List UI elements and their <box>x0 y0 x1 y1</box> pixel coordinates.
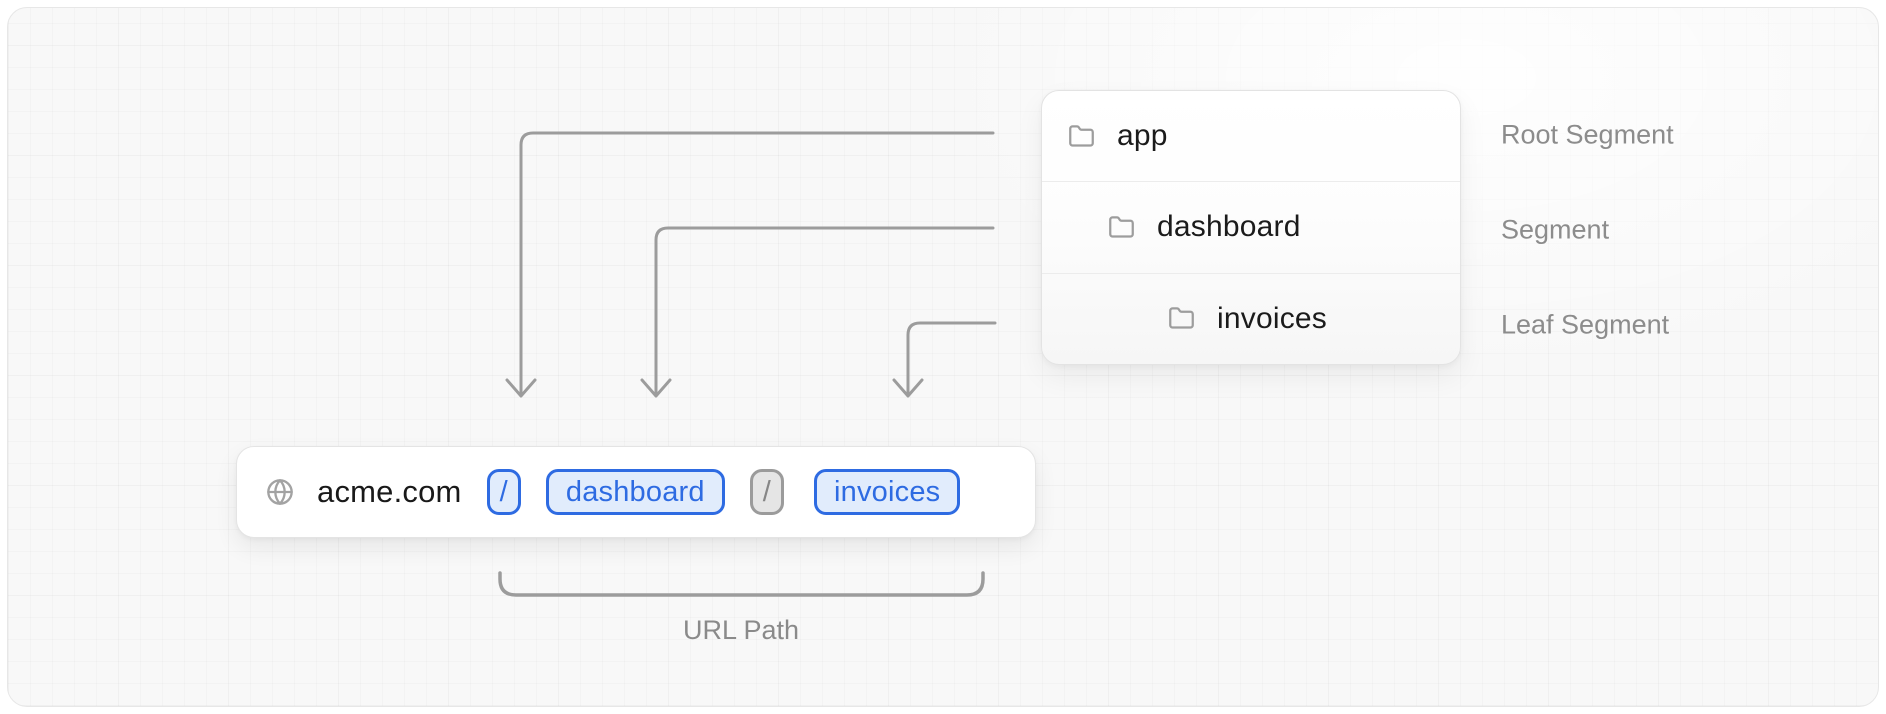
arrow-leaf-segment <box>892 321 997 398</box>
diagram-canvas: app dashboard invoices Root Segment Segm… <box>7 7 1879 707</box>
annotation-segment: Segment <box>1501 214 1610 245</box>
tree-row-label: app <box>1117 119 1168 153</box>
arrow-root-segment <box>505 131 995 398</box>
tree-row-app: app <box>1042 91 1460 181</box>
annotation-root-segment: Root Segment <box>1501 119 1674 150</box>
tree-row-dashboard: dashboard <box>1042 181 1460 272</box>
url-path-label: URL Path <box>682 615 800 645</box>
url-domain: acme.com <box>317 474 462 509</box>
url-bar: acme.com / dashboard / invoices <box>236 446 1036 538</box>
file-tree-panel: app dashboard invoices <box>1041 90 1461 365</box>
url-path-bracket <box>498 571 985 597</box>
tree-row-invoices: invoices <box>1042 272 1460 364</box>
tree-row-label: dashboard <box>1157 210 1301 244</box>
annotation-leaf-segment: Leaf Segment <box>1501 309 1670 340</box>
globe-icon <box>267 479 293 505</box>
connector-lines <box>498 131 997 597</box>
url-segment-dashboard: dashboard <box>545 469 725 515</box>
folder-icon <box>1069 124 1094 147</box>
arrow-segment <box>640 226 995 398</box>
url-segment-slash-2: / <box>749 469 784 515</box>
url-segment-slash-1: / <box>486 469 521 515</box>
url-segment-invoices: invoices <box>813 469 961 515</box>
tree-row-label: invoices <box>1217 301 1327 335</box>
folder-icon <box>1109 216 1134 238</box>
folder-icon <box>1169 307 1194 329</box>
